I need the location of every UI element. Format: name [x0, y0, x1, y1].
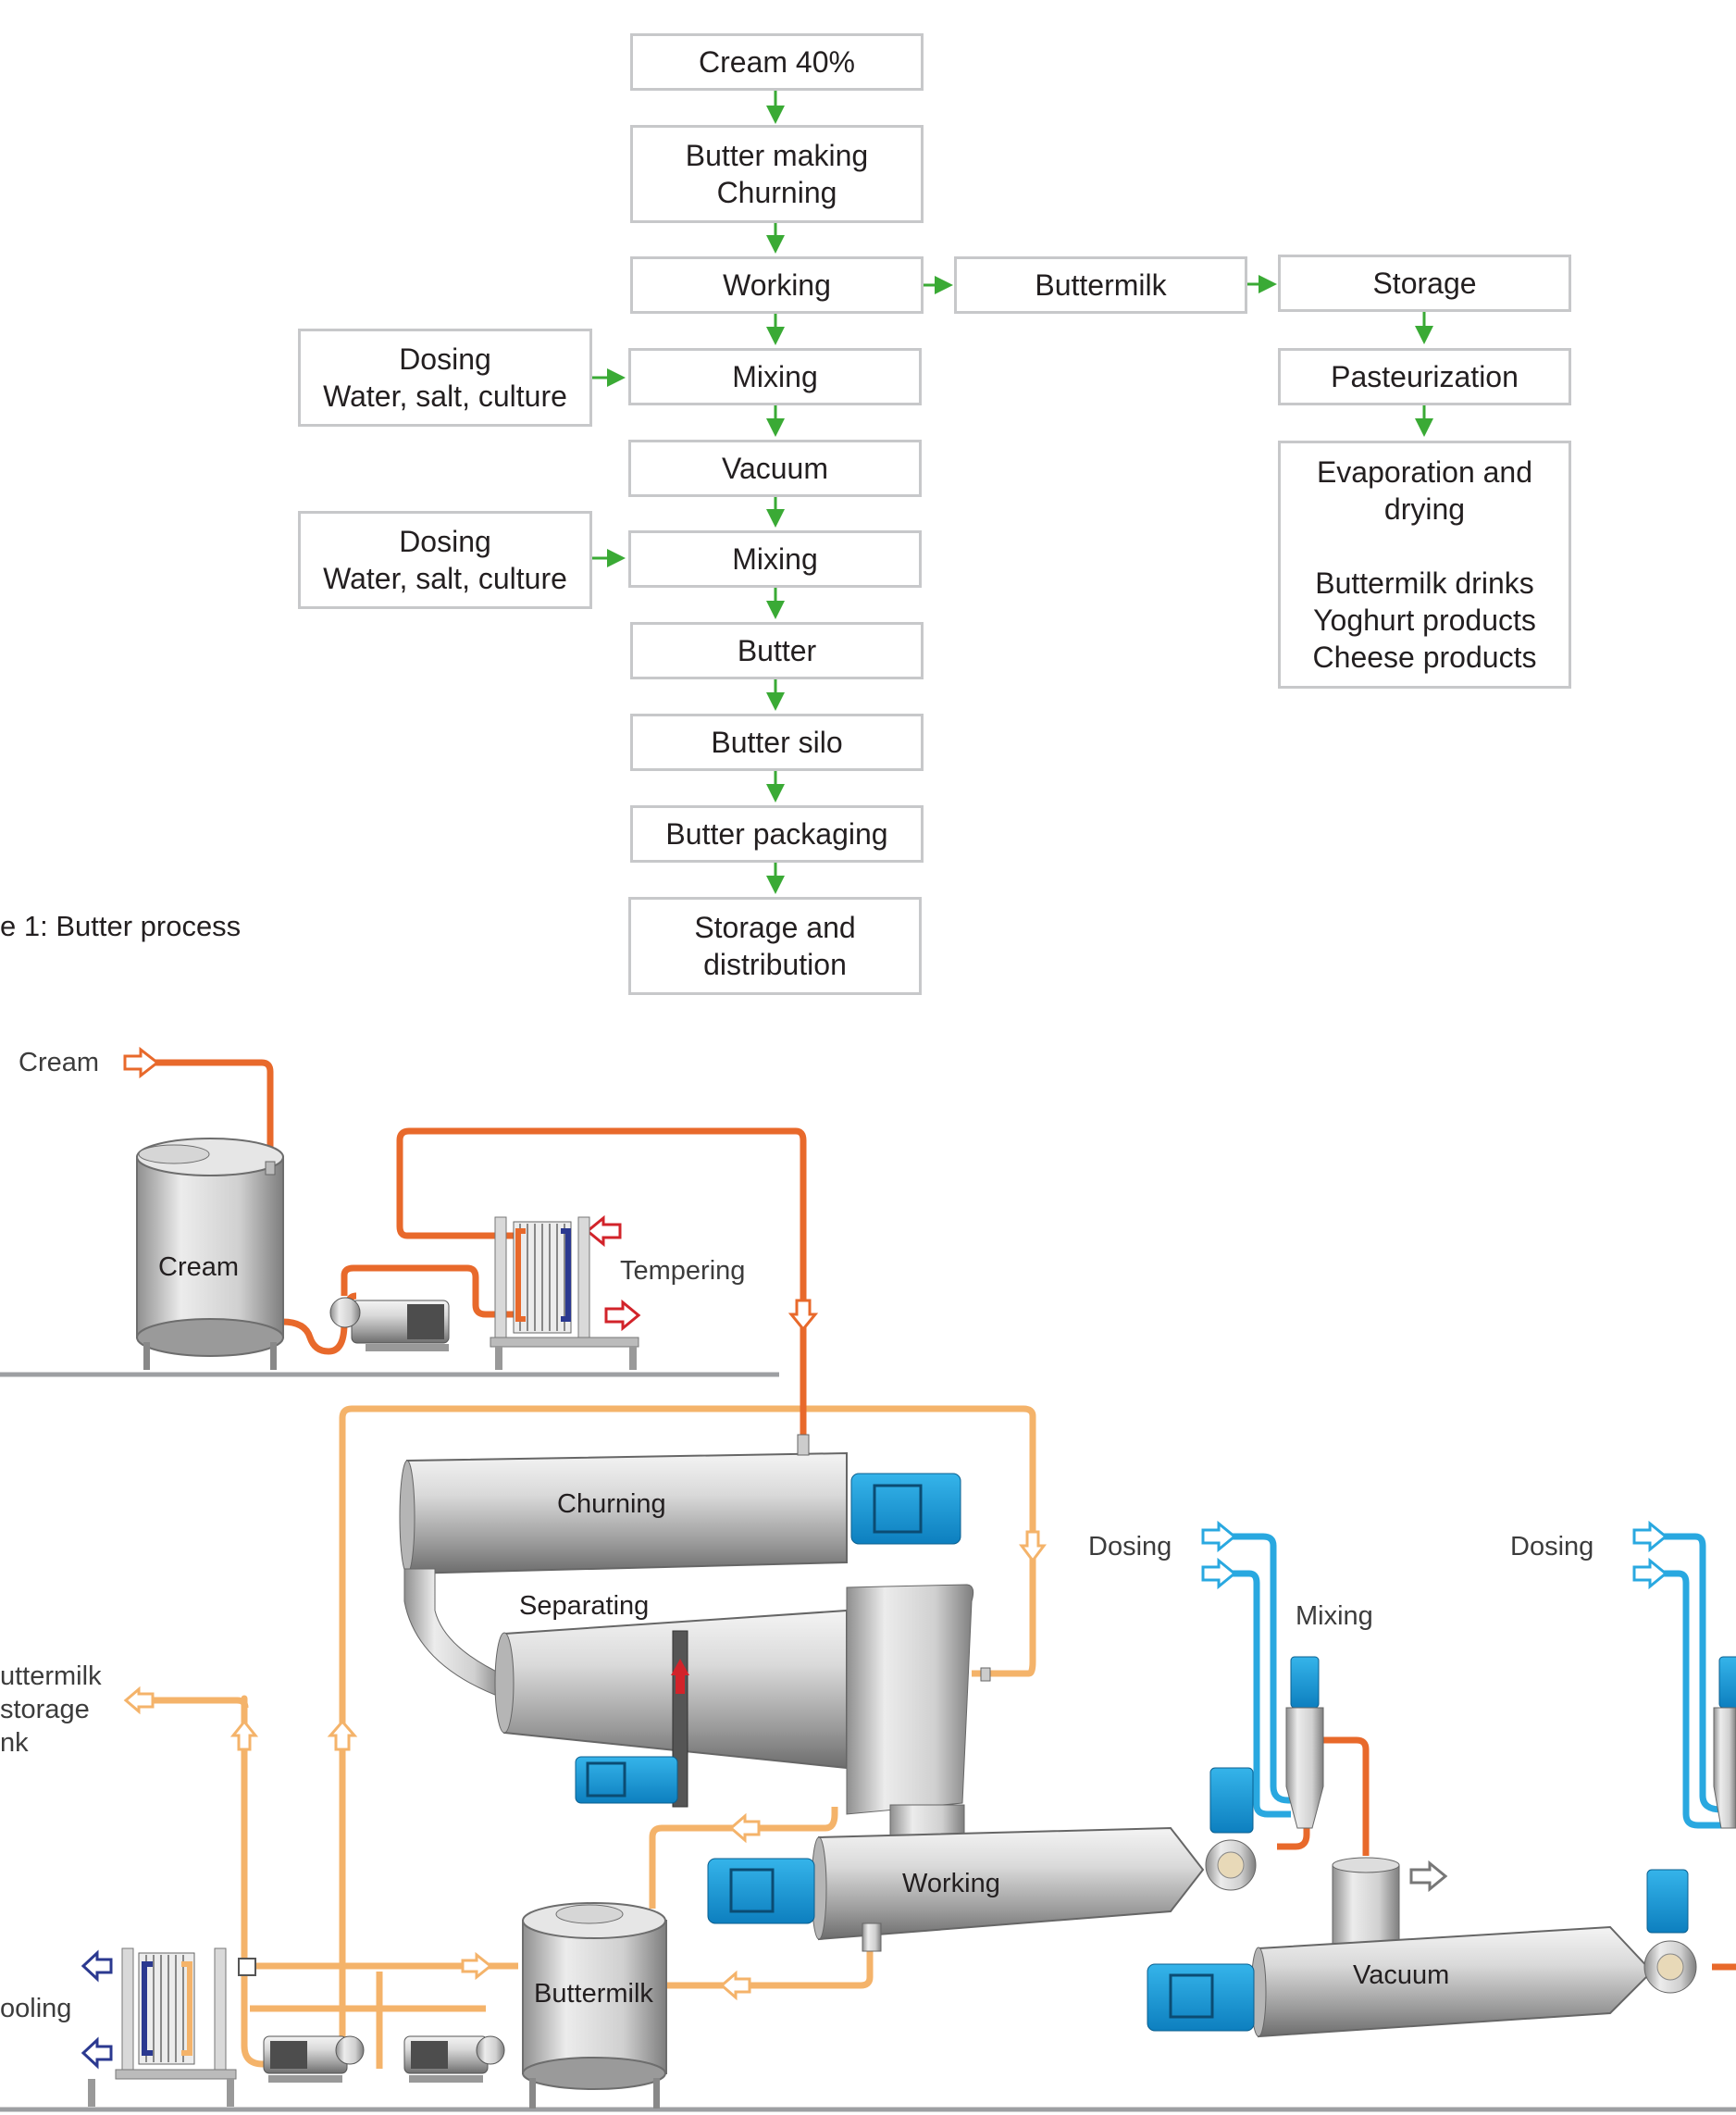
arrow-right	[592, 368, 626, 387]
arrow-buttermilk-out	[123, 1686, 155, 1715]
mixer-1	[1285, 1656, 1324, 1829]
label-cream-in: Cream	[19, 1048, 100, 1077]
arrow-down	[766, 91, 785, 124]
arrow-down	[766, 223, 785, 254]
arrow-hot-out	[604, 1299, 641, 1332]
buttermilk-pipes	[139, 1405, 1036, 2069]
arrow-cooling-in	[81, 1949, 113, 1983]
buttermilk-pump-1	[263, 2035, 365, 2083]
arrow-dosing-in	[1201, 1557, 1237, 1590]
working-unit	[707, 1767, 1257, 1952]
arrow-down	[766, 771, 785, 802]
label-buttermilk-storage: uttermilk storage nk	[0, 1661, 102, 1758]
arrow-down	[766, 497, 785, 528]
churning-motor	[850, 1473, 961, 1545]
arrow-down	[1415, 312, 1433, 344]
arrow-down	[766, 679, 785, 711]
box-cream: Cream 40%	[630, 33, 924, 91]
dosing-pipes	[1231, 1533, 1736, 1829]
arrow-right	[461, 1951, 493, 1981]
label-vacuum: Vacuum	[1353, 1960, 1450, 1990]
cream-tank	[136, 1138, 284, 1370]
label-mixing: Mixing	[1296, 1601, 1373, 1631]
box-mixing-2: Mixing	[628, 530, 922, 588]
arrow-up	[327, 1719, 358, 1751]
box-butter-silo: Butter silo	[630, 714, 924, 771]
arrow-cream-in	[123, 1046, 160, 1079]
arrow-cooling-out	[81, 2036, 113, 2070]
arrow-cream-down	[787, 1299, 819, 1332]
arrow-dosing-in	[1632, 1520, 1668, 1553]
working-motor	[707, 1858, 815, 1924]
arrow-down	[766, 405, 785, 437]
label-dosing-1: Dosing	[1088, 1532, 1172, 1561]
box-dosing-1: Dosing Water, salt, culture	[298, 329, 592, 427]
box-pasteurization: Pasteurization	[1278, 348, 1571, 405]
box-buttermilk-storage: Storage	[1278, 255, 1571, 312]
box-dosing-2: Dosing Water, salt, culture	[298, 511, 592, 609]
cream-pipes	[153, 1059, 1736, 1971]
vacuum-unit	[1147, 1857, 1697, 2038]
cream-pump	[329, 1297, 450, 1351]
arrow-right	[1247, 275, 1277, 293]
churning-cylinder	[399, 1434, 961, 1699]
box-vacuum: Vacuum	[628, 440, 922, 497]
tempering-heat-exchanger	[490, 1216, 639, 1370]
buttermilk-pump-2	[403, 2035, 505, 2083]
label-tempering: Tempering	[620, 1256, 746, 1286]
flowchart-arrows	[592, 91, 1433, 894]
flow-arrows-hollow	[81, 1046, 1668, 2070]
label-churning: Churning	[557, 1489, 666, 1519]
arrow-down	[766, 863, 785, 894]
arrow-right	[592, 549, 626, 567]
label-cooling: ooling	[0, 1994, 72, 2023]
arrow-dosing-in	[1632, 1557, 1668, 1590]
box-working: Working	[630, 256, 924, 314]
arrow-dosing-in	[1201, 1520, 1237, 1553]
box-butter-packaging: Butter packaging	[630, 805, 924, 863]
cooling-heat-exchanger	[88, 1947, 256, 2107]
label-buttermilk-tank: Buttermilk	[534, 1979, 653, 2009]
arrow-right	[924, 276, 953, 294]
arrow-left	[719, 1970, 751, 2001]
label-working: Working	[902, 1869, 1000, 1898]
label-separating: Separating	[519, 1591, 650, 1621]
separator-motor	[575, 1756, 678, 1804]
arrow-hot-in	[585, 1214, 622, 1248]
box-storage-distribution: Storage and distribution	[628, 897, 922, 995]
buttermilk-tank	[522, 1902, 667, 2109]
arrow-down	[1415, 405, 1433, 437]
box-buttermilk: Buttermilk	[954, 256, 1247, 314]
box-evaporation: Evaporation and drying Buttermilk drinks…	[1278, 441, 1571, 689]
arrow-buttermilk-down	[1019, 1530, 1047, 1563]
arrow-down	[766, 588, 785, 619]
arrow-vacuum-out	[1409, 1860, 1448, 1893]
box-butter: Butter	[630, 622, 924, 679]
box-butter-making-churning: Butter making Churning	[630, 125, 924, 223]
separator	[494, 1584, 991, 1843]
dosing-pump-motor	[1209, 1767, 1254, 1834]
figure-caption: e 1: Butter process	[0, 910, 242, 942]
arrow-up	[229, 1719, 259, 1751]
arrow-left	[728, 1812, 761, 1844]
label-dosing-2: Dosing	[1510, 1532, 1594, 1561]
box-mixing-1: Mixing	[628, 348, 922, 405]
label-cream-tank: Cream	[158, 1252, 240, 1282]
vacuum-motor	[1147, 1963, 1255, 2032]
mixer-2	[1713, 1656, 1736, 1829]
arrow-down	[766, 314, 785, 345]
